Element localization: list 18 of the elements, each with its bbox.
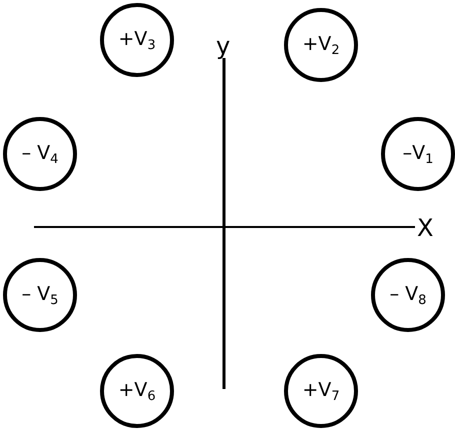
charge-label: – V$_{4}$ [22, 142, 58, 166]
charge-label: +V$_{2}$ [302, 32, 340, 58]
charge-circle [3, 117, 77, 191]
charge-circle [100, 3, 174, 77]
charge-label: +V$_{7}$ [302, 378, 340, 404]
charge-circle [100, 354, 174, 428]
charge-label: – V$_{5}$ [22, 282, 58, 308]
charge-label: – V$_{8}$ [390, 282, 426, 308]
charge-circle [284, 354, 358, 428]
charge-circle [284, 8, 358, 82]
charge-circle [381, 117, 455, 191]
charge-circle [371, 258, 445, 332]
charge-label: –V$_{1}$ [402, 142, 434, 166]
charge-label: +V$_{6}$ [118, 378, 156, 404]
charge-circle [3, 258, 77, 332]
axis-label: X [417, 216, 434, 240]
charge-label: +V$_{3}$ [118, 28, 156, 52]
axis-label: y [216, 34, 230, 58]
